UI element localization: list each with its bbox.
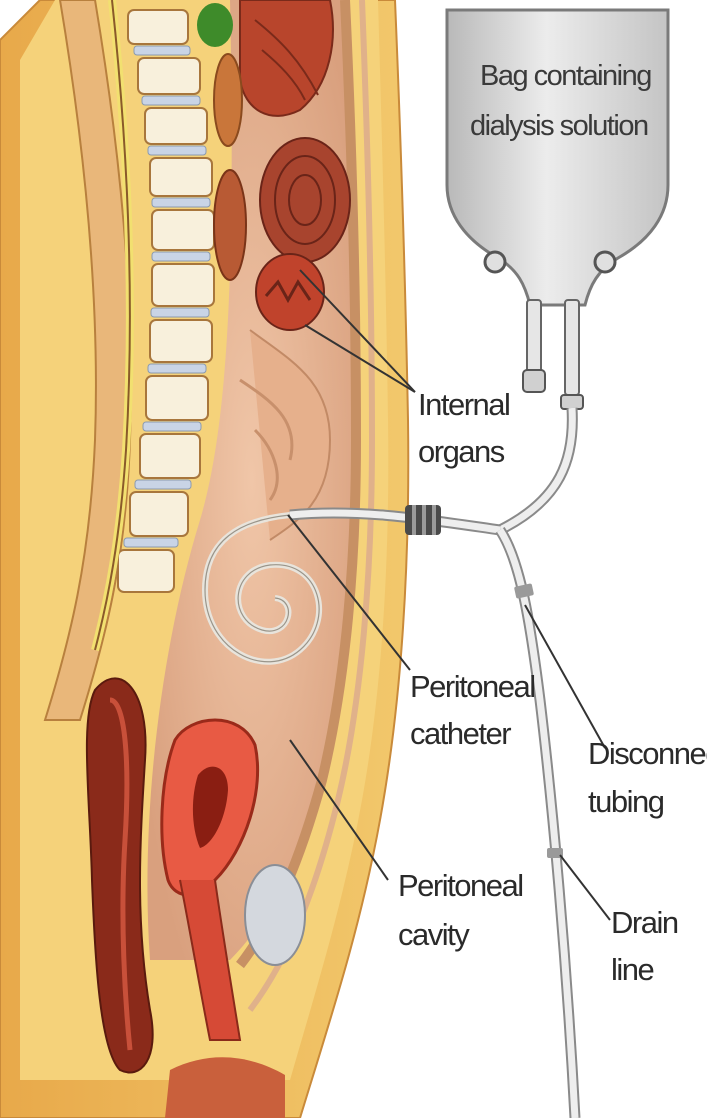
- label-peritoneal-cavity-1: Peritoneal: [398, 868, 523, 903]
- label-drain-line-1: Drain: [611, 905, 678, 940]
- drain-tube: [500, 530, 575, 1118]
- bag-port-left: [527, 300, 541, 375]
- body-cross-section: [0, 0, 408, 1118]
- dialysis-bag: Bag containing dialysis solution: [447, 10, 668, 409]
- label-peritoneal-catheter-2: catheter: [410, 716, 511, 751]
- bag-label-line-2: dialysis solution: [470, 110, 648, 142]
- label-internal-organs-1: Internal: [418, 387, 509, 422]
- bag-port-right: [565, 300, 579, 395]
- label-peritoneal-catheter-1: Peritoneal: [410, 669, 535, 704]
- label-disconnect-tubing-1: Disconnect: [588, 736, 707, 771]
- label-peritoneal-cavity-2: cavity: [398, 917, 470, 952]
- labels: Internal organs Peritoneal catheter Disc…: [398, 387, 707, 987]
- label-internal-organs-2: organs: [418, 434, 505, 469]
- label-drain-line-2: line: [611, 952, 654, 987]
- label-disconnect-tubing-2: tubing: [588, 784, 664, 819]
- bag-label-line-1: Bag containing: [480, 60, 651, 92]
